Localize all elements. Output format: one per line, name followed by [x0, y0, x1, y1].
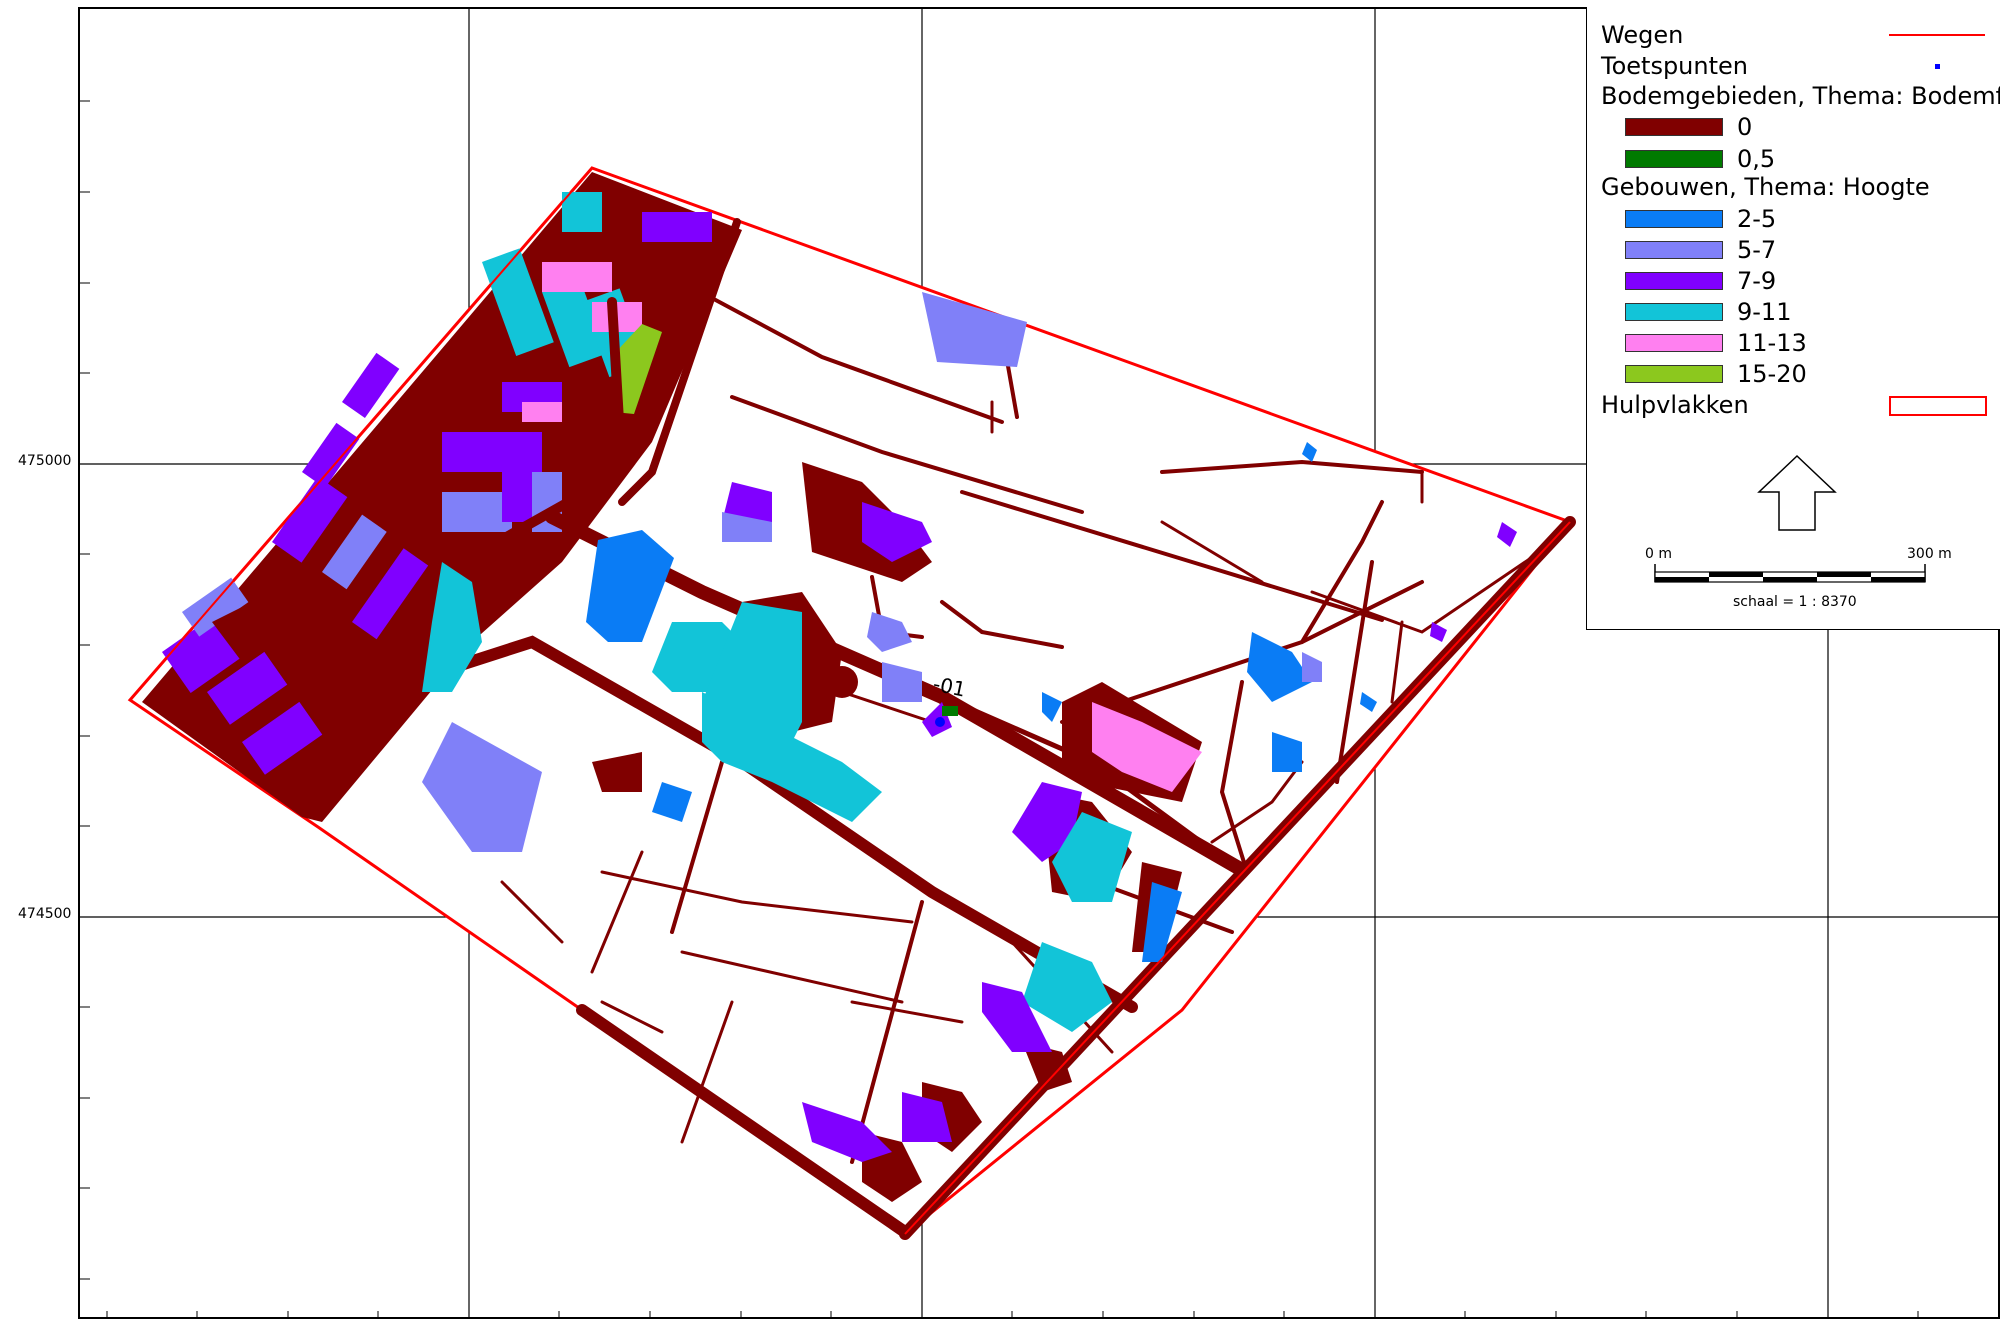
legend-building-swatch-0 [1625, 210, 1723, 228]
legend-building-label-3: 9-11 [1737, 298, 1792, 326]
legend-building-label-0: 2-5 [1737, 205, 1777, 233]
legend-soil-label-0: 0 [1737, 113, 1753, 141]
buildings [422, 292, 1517, 1162]
legend-soil-title: Bodemgebieden, Thema: Bodemfactor [1601, 82, 2000, 110]
scale-bar [1654, 564, 1926, 583]
scale-right-label: 300 m [1907, 546, 1952, 562]
legend-building-swatch-3 [1625, 303, 1723, 321]
roads-layer [129, 167, 1571, 1235]
north-arrow-icon [1757, 454, 1837, 531]
receptor-points [935, 706, 958, 727]
legend-building-swatch-4 [1625, 334, 1723, 352]
y-label-475000: 475000 [18, 453, 72, 469]
legend-soil-label-1: 0,5 [1737, 145, 1776, 173]
legend-building-label-2: 7-9 [1737, 267, 1777, 295]
map-canvas[interactable]: -01 [80, 9, 2000, 1319]
building [586, 530, 674, 642]
legend-aux-symbol [1889, 396, 1987, 416]
legend-soil-swatch-1 [1625, 150, 1723, 168]
legend-roads-label: Wegen [1601, 21, 1684, 49]
legend-building-swatch-2 [1625, 272, 1723, 290]
scale-panel: 0 m 300 m schaal = 1 : 8370 [1586, 442, 2000, 630]
legend-points-symbol [1935, 64, 1940, 69]
legend-panel: Wegen Toetspunten Bodemgebieden, Thema: … [1586, 7, 2000, 443]
legend-soil-swatch-0 [1625, 118, 1723, 136]
legend-roads-symbol [1889, 34, 1985, 36]
y-label-474500: 474500 [18, 906, 72, 922]
legend-aux-label: Hulpvlakken [1601, 391, 1749, 419]
legend-building-label-4: 11-13 [1737, 329, 1807, 357]
legend-buildings-title: Gebouwen, Thema: Hoogte [1601, 173, 1930, 201]
legend-building-label-5: 15-20 [1737, 360, 1807, 388]
legend-building-swatch-5 [1625, 365, 1723, 383]
legend-building-swatch-1 [1625, 241, 1723, 259]
legend-building-label-1: 5-7 [1737, 236, 1777, 264]
scale-left-label: 0 m [1645, 546, 1672, 562]
scale-ratio-text: schaal = 1 : 8370 [1733, 594, 1857, 610]
legend-points-label: Toetspunten [1601, 52, 1748, 80]
axis-ticks [80, 100, 1919, 1317]
